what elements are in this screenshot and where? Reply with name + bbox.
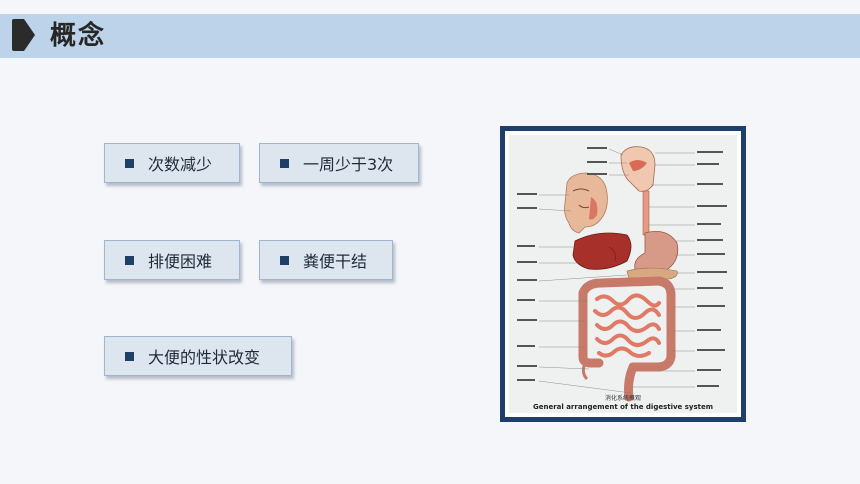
section-arrow-icon xyxy=(12,19,35,51)
square-bullet-icon xyxy=(280,158,289,168)
tag-label: 排便困难 xyxy=(148,252,213,271)
square-bullet-icon xyxy=(125,351,134,361)
tag-less-than-three-per-week: 一周少于3次 xyxy=(259,143,419,183)
tag-dry-hard-stool: 粪便干结 xyxy=(259,240,393,280)
tag-label: 次数减少 xyxy=(148,155,213,174)
digestive-system-illustration xyxy=(517,146,727,402)
figure-canvas: 消化系统概观 General arrangement of the digest… xyxy=(509,135,737,413)
square-bullet-icon xyxy=(280,255,289,265)
square-bullet-icon xyxy=(125,158,134,168)
tag-difficult-defecation: 排便困难 xyxy=(104,240,240,280)
tag-label: 粪便干结 xyxy=(303,252,368,271)
header-band xyxy=(0,14,860,58)
figure-caption-english: General arrangement of the digestive sys… xyxy=(532,403,714,411)
tag-label: 一周少于3次 xyxy=(303,155,394,174)
digestive-system-figure: 消化系统概观 General arrangement of the digest… xyxy=(500,126,746,422)
tag-stool-character-change: 大便的性状改变 xyxy=(104,336,292,376)
page-title: 概念 xyxy=(50,21,107,51)
tag-label: 大便的性状改变 xyxy=(148,348,261,367)
figure-caption-chinese: 消化系统概观 xyxy=(604,395,641,402)
square-bullet-icon xyxy=(125,255,134,265)
tag-frequency-reduced: 次数减少 xyxy=(104,143,240,183)
